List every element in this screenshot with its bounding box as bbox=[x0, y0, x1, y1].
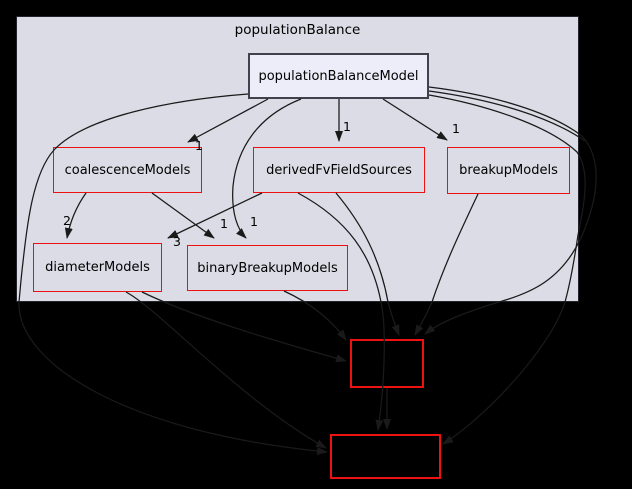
node-label: breakupModels bbox=[459, 163, 558, 178]
node-label: coalescenceModels bbox=[64, 162, 191, 178]
node-diameterModels[interactable]: diameterModels bbox=[33, 243, 162, 292]
node-coalescenceModels[interactable]: coalescenceModels bbox=[53, 147, 202, 193]
node-derivedFvFieldSources[interactable]: derivedFvFieldSources bbox=[253, 147, 425, 193]
cluster-title: populationBalance bbox=[234, 22, 361, 38]
node-label: binaryBreakupModels bbox=[197, 260, 338, 276]
node-breakupModels[interactable]: breakupModels bbox=[447, 147, 570, 194]
node-binaryBreakupModels[interactable]: binaryBreakupModels bbox=[187, 245, 348, 291]
edge-diameterModels-to-external-upper bbox=[141, 291, 347, 363]
node-label: populationBalanceModel bbox=[258, 68, 419, 84]
node-label: diameterModels bbox=[45, 260, 150, 275]
node-label: derivedFvFieldSources bbox=[266, 162, 412, 178]
node-external-box-lower[interactable] bbox=[330, 434, 441, 479]
node-populationBalanceModel[interactable]: populationBalanceModel bbox=[248, 53, 429, 99]
edge-diameterModels-to-external-lower bbox=[125, 291, 327, 449]
node-external-box-upper[interactable] bbox=[350, 339, 424, 388]
